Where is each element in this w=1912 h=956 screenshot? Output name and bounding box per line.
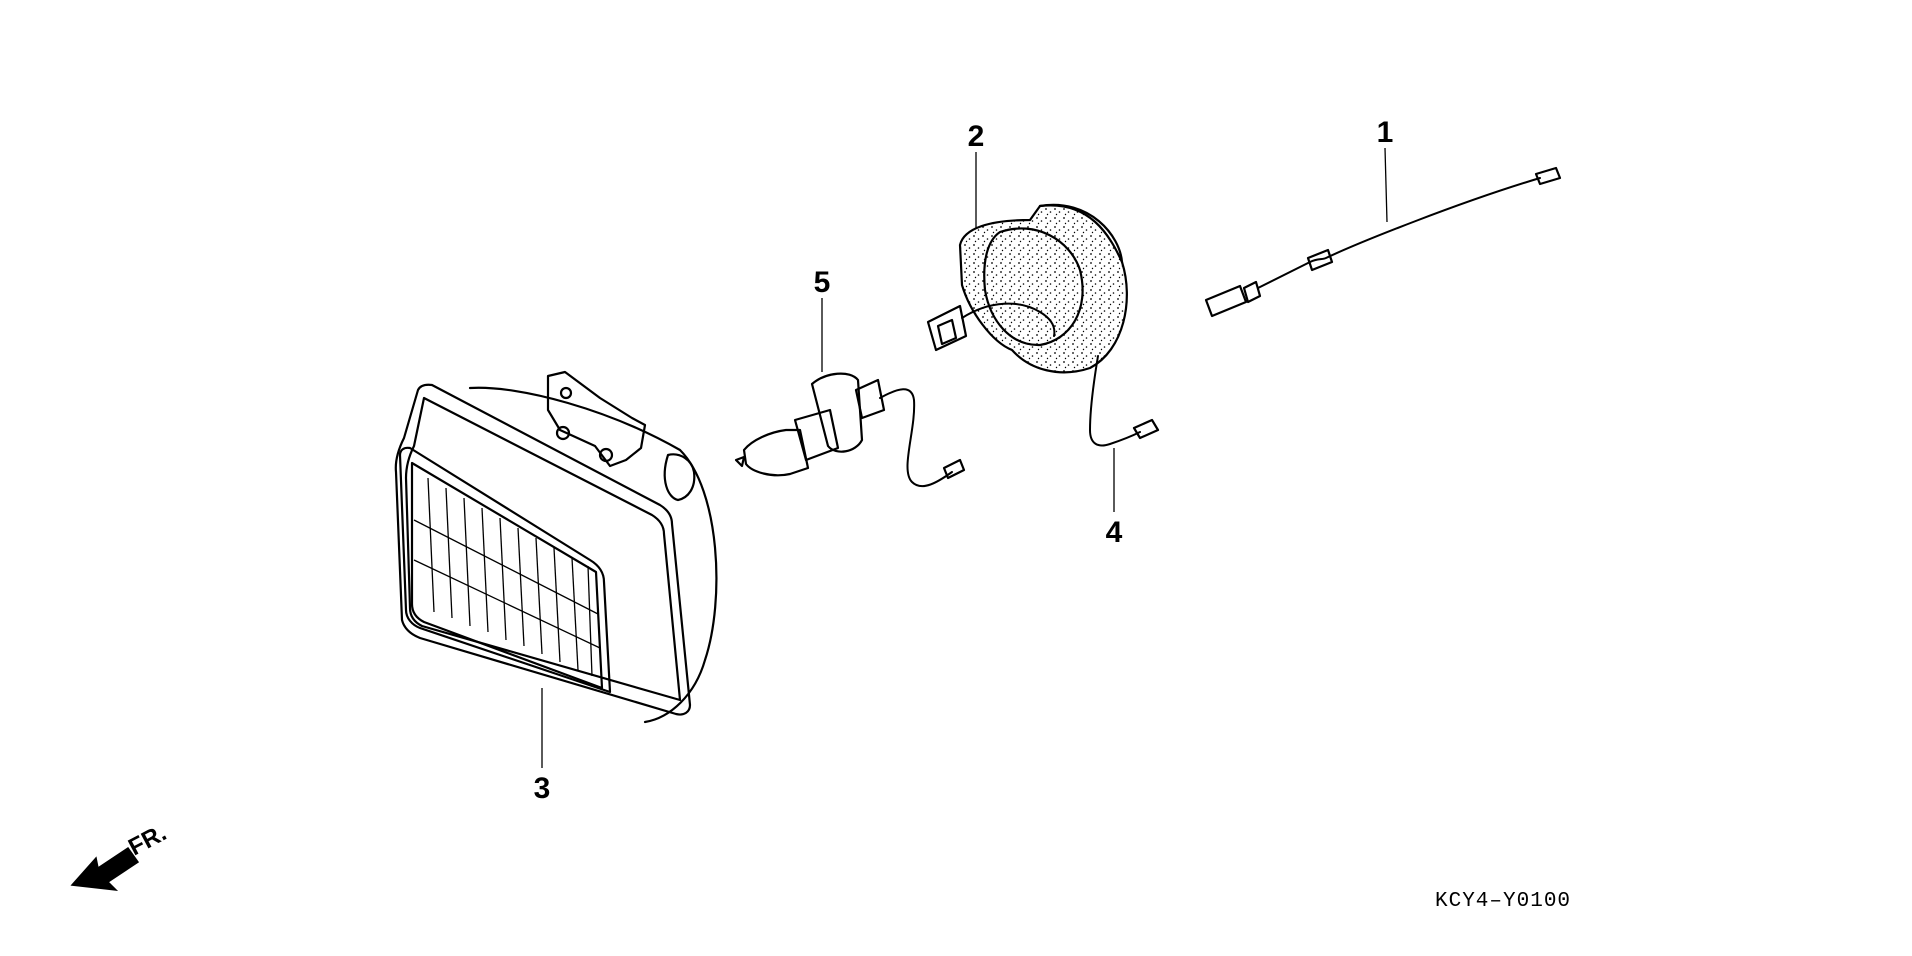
sub-harness — [1204, 166, 1562, 318]
bulb-glass — [742, 428, 810, 477]
dust-cover — [926, 203, 1128, 374]
headlight-unit — [394, 370, 718, 724]
ground-wire-line — [1088, 355, 1141, 447]
harness-connector-boot — [1242, 280, 1262, 304]
aim-adjuster-knob — [663, 453, 696, 502]
bracket-hole-3 — [598, 447, 614, 463]
bulb-tip — [734, 455, 746, 468]
bracket-hole-2 — [555, 425, 571, 441]
bulb-terminal — [942, 458, 966, 480]
bulb-socket — [854, 378, 886, 420]
harness-connector — [1204, 284, 1248, 318]
ground-wire-terminal — [1132, 418, 1160, 440]
bulb-flange — [810, 372, 864, 453]
headlight-housing-bowl — [468, 386, 718, 724]
dust-cover-rim — [1038, 203, 1124, 264]
callout-part-2: 2 — [968, 120, 985, 153]
callout-part-3: 3 — [534, 772, 551, 805]
callout-part-1: 1 — [1377, 116, 1394, 149]
harness-terminal — [1534, 166, 1562, 186]
bulb-base — [793, 408, 840, 462]
headlight-lens — [410, 461, 604, 690]
callout-part-4: 4 — [1106, 516, 1123, 549]
headlight-bezel-inner — [404, 396, 682, 702]
headlight-bulb — [734, 372, 966, 488]
dust-cover-opening — [983, 227, 1084, 347]
harness-sleeve — [1306, 248, 1334, 272]
ground-wire — [1088, 355, 1160, 447]
dust-cover-connector — [926, 304, 968, 352]
dust-cover-body — [958, 204, 1128, 374]
callout-part-5: 5 — [814, 266, 831, 299]
connector-socket — [936, 318, 958, 346]
leader-line-1 — [1384, 147, 1388, 223]
lens-ribs — [427, 477, 593, 677]
mounting-bracket — [546, 370, 647, 468]
headlight-lens-frame — [398, 446, 612, 694]
dust-cover-inner-wire — [961, 302, 1056, 337]
diagram-code: KCY4–Y0100 — [1435, 890, 1571, 913]
bulb-wire — [879, 388, 953, 488]
leader-lines — [541, 147, 1388, 768]
lens-cross-ribs — [413, 519, 601, 649]
bracket-hole-1 — [559, 386, 573, 400]
headlight-bezel-outer — [394, 383, 692, 716]
front-arrow-icon — [70, 846, 140, 891]
front-direction-indicator: FR. — [70, 819, 171, 891]
harness-cable — [1257, 177, 1541, 289]
